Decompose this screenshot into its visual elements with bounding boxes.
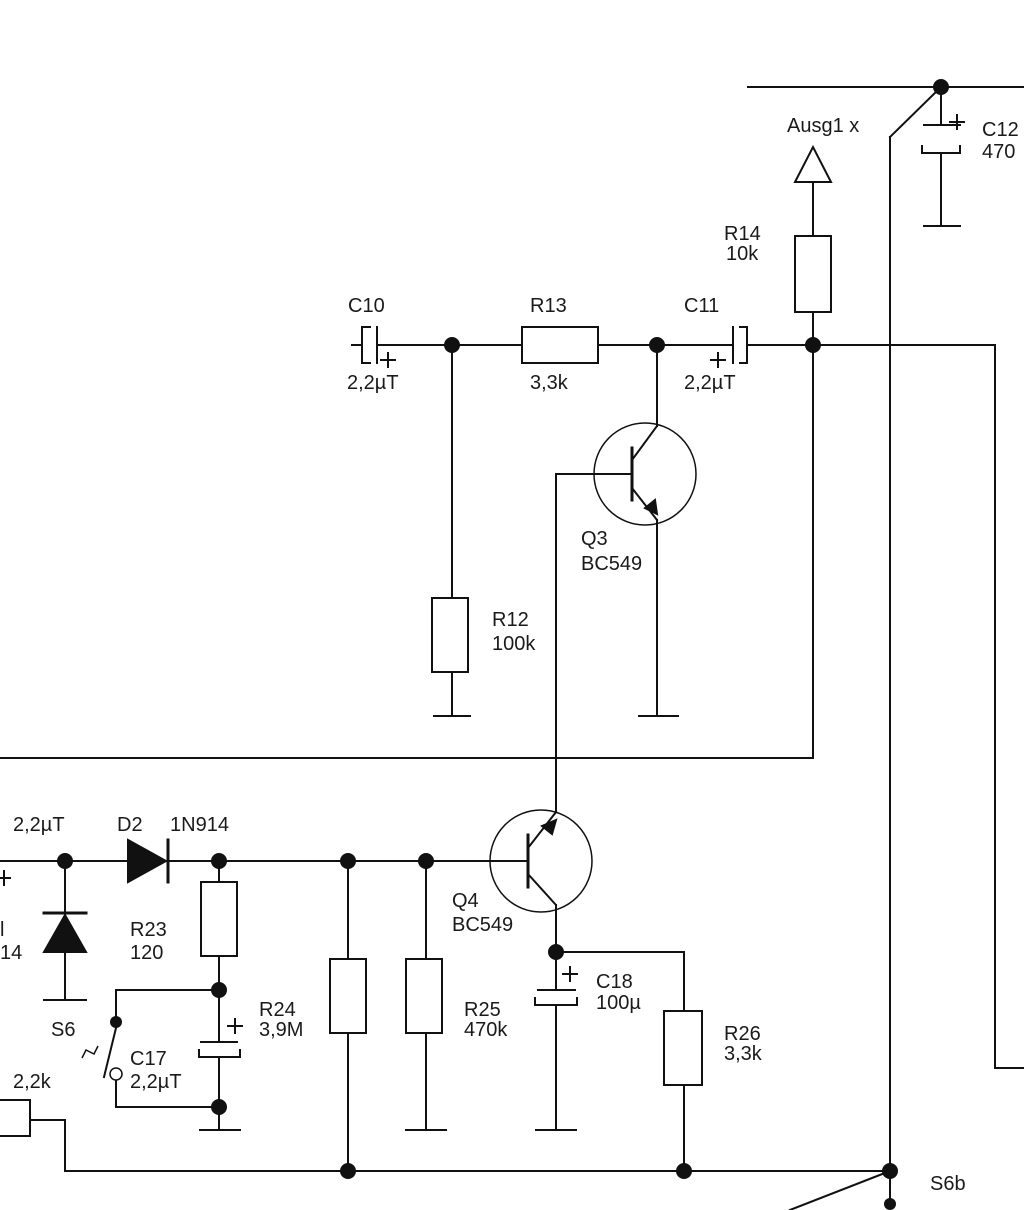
transistor-q4 — [489, 809, 593, 913]
junction-dot — [676, 1163, 692, 1179]
label-c12-value: 470 — [982, 141, 1015, 163]
capacitor-c11 — [710, 326, 748, 368]
capacitor-c10 — [361, 326, 396, 368]
resistor-r25 — [405, 958, 443, 1034]
junction-dot — [211, 982, 227, 998]
resistor-r23 — [200, 881, 238, 957]
label-c17-name: C17 — [130, 1048, 167, 1070]
junctions — [57, 79, 949, 1210]
label-r14-name: R14 — [724, 223, 761, 245]
label-r23-name: R23 — [130, 919, 167, 941]
label-r13-value: 3,3k — [530, 372, 569, 394]
label-left-diode-name: l — [0, 919, 4, 941]
resistor-r13 — [521, 326, 599, 364]
junction-dot — [805, 337, 821, 353]
label-q3-name: Q3 — [581, 528, 608, 550]
capacitor-c17 — [198, 1018, 243, 1058]
label-q3-value: BC549 — [581, 553, 642, 575]
label-c17-value: 2,2µT — [130, 1071, 182, 1093]
transistor-q3 — [593, 422, 697, 526]
capacitor-c18 — [534, 966, 578, 1006]
junction-dot — [211, 1099, 227, 1115]
label-c10-value: 2,2µT — [347, 372, 399, 394]
label-d2-value: 1N914 — [170, 814, 229, 836]
label-r12-name: R12 — [492, 609, 529, 631]
diode-d2 — [127, 838, 170, 884]
label-r23-value: 120 — [130, 942, 163, 964]
label-c10-name: C10 — [348, 295, 385, 317]
label-r14-value: 10k — [726, 243, 759, 265]
label-s6b-name: S6b — [930, 1173, 966, 1195]
junction-dot — [882, 1163, 898, 1179]
label-c12-name: C12 — [982, 119, 1019, 141]
junction-dot — [884, 1198, 896, 1210]
label-r24-value: 3,9M — [259, 1019, 303, 1041]
resistor-r24 — [329, 958, 367, 1034]
junction-dot — [340, 1163, 356, 1179]
label-r12-value: 100k — [492, 633, 536, 655]
label-r26-value: 3,3k — [724, 1043, 763, 1065]
junction-dot — [548, 944, 564, 960]
label-d2-name: D2 — [117, 814, 143, 836]
junction-dot — [211, 853, 227, 869]
resistor-left — [0, 1099, 31, 1137]
junction-dot — [649, 337, 665, 353]
plus-sign-left — [0, 870, 11, 886]
junction-dot — [933, 79, 949, 95]
label-s6-name: S6 — [51, 1019, 75, 1041]
label-r26-name: R26 — [724, 1023, 761, 1045]
junction-dot — [340, 853, 356, 869]
label-left-cap-value: 2,2µT — [13, 814, 65, 836]
wires — [0, 85, 1024, 1210]
label-c11-value: 2,2µT — [684, 372, 736, 394]
label-r25-value: 470k — [464, 1019, 508, 1041]
label-ausg1: Ausg1 x — [787, 115, 859, 137]
label-q4-value: BC549 — [452, 914, 513, 936]
ground-symbols — [43, 225, 961, 1131]
diode-left — [42, 911, 88, 953]
junction-dot — [57, 853, 73, 869]
label-left-diode-value: 14 — [0, 942, 22, 964]
capacitor-c12 — [921, 114, 965, 154]
label-r24-name: R24 — [259, 999, 296, 1021]
label-r13-name: R13 — [530, 295, 567, 317]
label-c18-name: C18 — [596, 971, 633, 993]
label-c18-value: 100µ — [596, 992, 641, 1014]
component-labels: Ausg1 x C12 470 R14 10k C10 2,2µT R13 3,… — [0, 115, 1019, 1195]
output-terminal-ausg1 — [793, 144, 833, 183]
resistor-r26 — [663, 1010, 703, 1086]
label-q4-name: Q4 — [452, 890, 479, 912]
junction-dot — [444, 337, 460, 353]
label-left-res-value: 2,2k — [13, 1071, 52, 1093]
resistor-r12 — [431, 597, 469, 673]
label-c11-name: C11 — [684, 295, 719, 317]
switch-s6 — [81, 1016, 123, 1081]
resistor-r14 — [794, 235, 832, 313]
junction-dot — [418, 853, 434, 869]
label-r25-name: R25 — [464, 999, 501, 1021]
